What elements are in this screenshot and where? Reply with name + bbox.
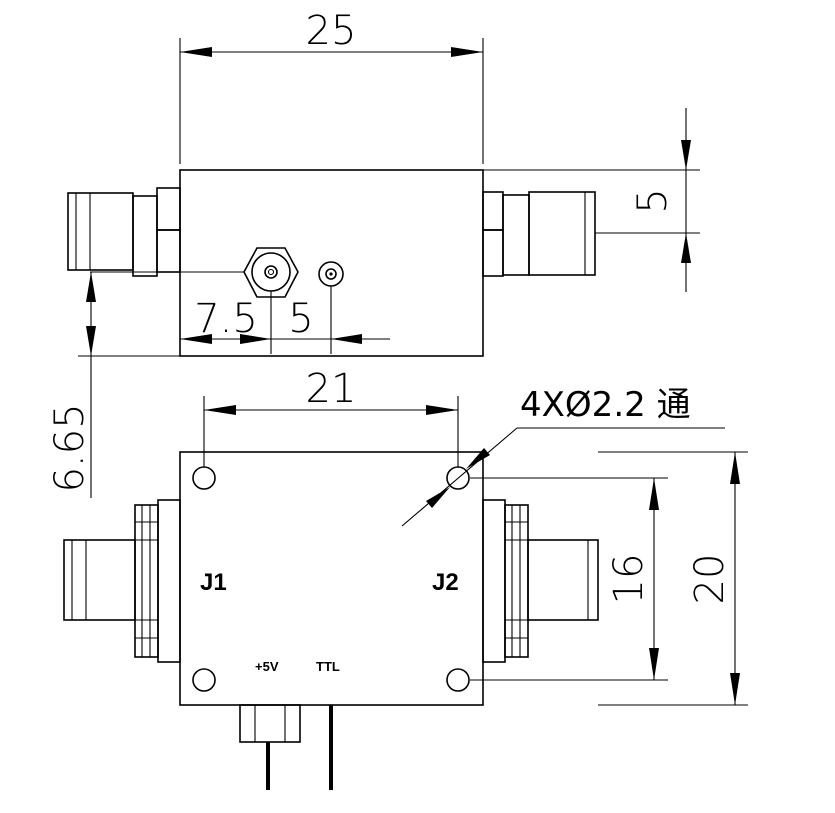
dim-25: 25 — [179, 8, 484, 164]
dim-21-label: 21 — [306, 366, 357, 412]
ttl-pin-top — [318, 261, 344, 287]
power-feedthrough-bottom — [239, 704, 333, 790]
hole-callout: 4XØ2.2 通 — [401, 385, 725, 527]
dim-25-label: 25 — [306, 8, 357, 54]
hex-feedthrough — [243, 247, 299, 298]
right-connector-top — [482, 191, 596, 277]
port-label-j2: J2 — [432, 569, 459, 596]
port-label-j1: J1 — [200, 569, 227, 596]
dim-5-label: 5 — [288, 296, 313, 342]
right-connector-bottom — [482, 499, 599, 663]
mount-hole-bottom-right — [446, 668, 470, 692]
mount-hole-top-left — [192, 466, 216, 490]
dim-6-65-label: 6.65 — [47, 403, 93, 492]
dim-5-right: 5 — [483, 108, 700, 292]
hole-callout-label: 4XØ2.2 通 — [520, 385, 691, 425]
dim-20-label: 20 — [687, 554, 733, 605]
dim-6-65: 6.65 — [47, 272, 180, 498]
dim-16: 16 — [470, 477, 668, 681]
top-view: 25 5 7.5 5 6.65 — [47, 8, 700, 498]
dim-16-label: 16 — [606, 554, 652, 605]
power-pin-label: +5V — [255, 659, 279, 674]
mount-hole-bottom-left — [192, 668, 216, 692]
dim-20: 20 — [598, 451, 748, 706]
ttl-pin-label: TTL — [316, 659, 340, 674]
dim-7-5-and-5: 7.5 5 — [180, 286, 390, 354]
dim-5-right-label: 5 — [630, 188, 676, 213]
dim-21: 21 — [203, 366, 459, 467]
left-connector-top — [67, 187, 181, 277]
dim-7-5-label: 7.5 — [194, 296, 258, 342]
left-connector-bottom — [63, 499, 181, 663]
bottom-view: J1 J2 +5V TTL 21 4XØ2.2 通 — [63, 366, 748, 790]
